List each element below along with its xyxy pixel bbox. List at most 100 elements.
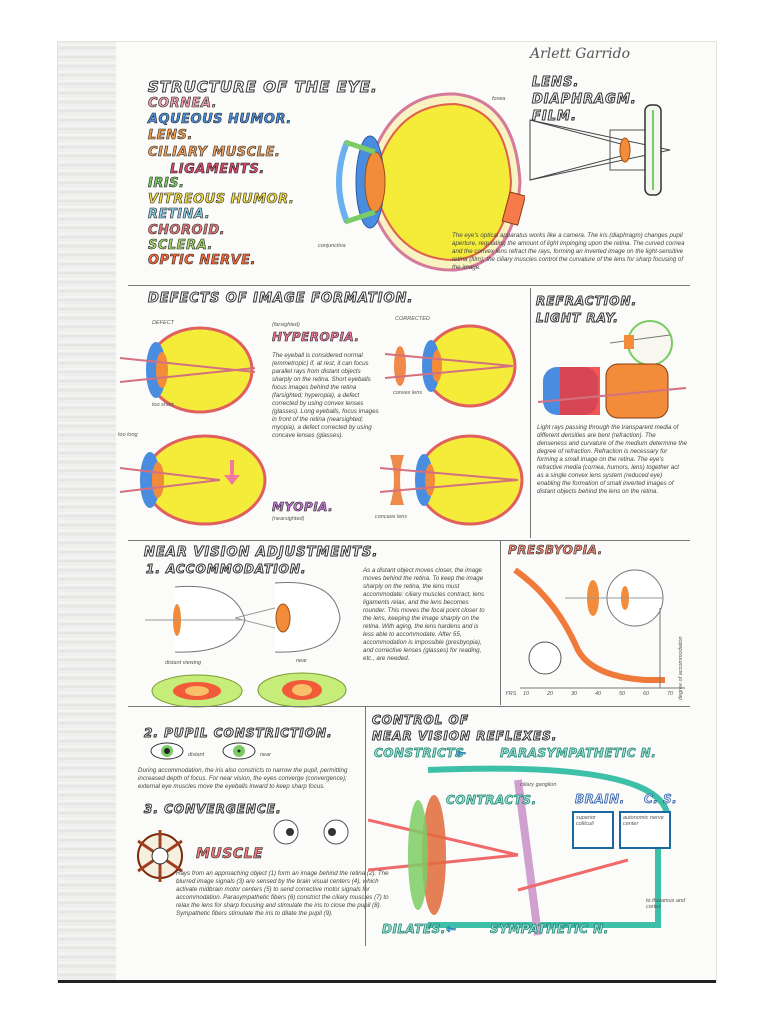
autonomic-center-label: autonomic nerve center <box>623 815 664 827</box>
muscle-abbrev: m <box>256 854 261 860</box>
camera-title-film: FILM. <box>532 109 577 125</box>
presbyopia-x-tick: 60 <box>643 691 650 697</box>
divider-1 <box>128 285 690 286</box>
section-title-refraction: REFRACTION. LIGHT RAY. <box>535 293 638 327</box>
reflex-body-text: Rays from an approaching object (1) form… <box>176 870 389 917</box>
eye-part-label-0: CORNEA. <box>148 96 218 112</box>
camera-title-lens: LENS. <box>532 75 580 91</box>
section-title-defects: DEFECTS OF IMAGE FORMATION. <box>147 291 414 307</box>
too-long-label: too long <box>118 432 138 438</box>
conjunctiva-label: conjunctiva <box>318 243 346 249</box>
convergence-eyes <box>273 819 349 845</box>
pupil-distant-label: distant <box>188 752 205 758</box>
divider-3 <box>128 706 368 707</box>
section-title-structure: STRUCTURE OF THE EYE. <box>148 78 378 97</box>
camera-diagram <box>529 104 671 196</box>
divider-vertical-1 <box>530 288 531 538</box>
nearsighted-label: (nearsighted) <box>272 516 305 522</box>
distant-viewing-label: distant viewing <box>165 660 202 666</box>
presbyopia-x-prefix: YRS <box>505 691 517 697</box>
defect-label: DEFECT <box>152 320 174 326</box>
eye-part-label-7: RETINA. <box>148 207 211 223</box>
refraction-title-line1: REFRACTION. <box>535 294 638 309</box>
corrected-label: CORRECTED <box>395 316 430 322</box>
refraction-media-diagram <box>538 363 687 419</box>
eye-part-label-2: LENS. <box>148 128 193 144</box>
fovea-label: fovea <box>492 96 506 102</box>
reflex-pathway-diagram <box>368 765 671 936</box>
pupil-constriction-title: 2. PUPIL CONSTRICTION. <box>144 726 333 741</box>
pupil-eye-distant <box>150 742 184 760</box>
cs-label: C. S. <box>644 792 678 807</box>
sympathetic-label: SYMPATHETIC N. <box>490 922 609 937</box>
myopia-defect-eye <box>120 434 267 526</box>
myopia-label: MYOPIA. <box>272 500 334 515</box>
hyperopia-corrected-eye <box>385 324 517 408</box>
binding-edge <box>58 42 116 982</box>
eye-cross-section-diagram <box>336 92 525 272</box>
constricts-arrow: ← <box>456 746 467 761</box>
eye-part-label-6: VITREOUS HUMOR. <box>148 192 295 208</box>
thalamus-label: to thalamus and cortex <box>646 898 686 910</box>
hyperopia-label: HYPEROPIA. <box>272 330 360 345</box>
accommodation-title: 1. ACCOMMODATION. <box>145 562 307 577</box>
eye-part-label-5: IRIS. <box>148 176 185 192</box>
control-title-line1: CONTROL OF <box>371 713 469 728</box>
dilates-arrow: ← <box>446 922 457 937</box>
presbyopia-diagram <box>513 567 685 689</box>
farsighted-label: (farsighted) <box>272 322 300 328</box>
presbyopia-x-tick: 20 <box>547 691 554 697</box>
parasympathetic-label: PARASYMPATHETIC N. <box>500 746 657 761</box>
eye-part-label-9: SCLERA. <box>148 238 213 254</box>
refraction-eye-small <box>610 320 673 366</box>
presbyopia-x-tick: 30 <box>571 691 578 697</box>
eye-part-label-3: CILIARY MUSCLE. <box>148 145 281 161</box>
myopia-corrected-eye <box>380 434 524 526</box>
contracts-label: CONTRACTS. <box>446 793 537 808</box>
refraction-body-text: Light rays passing through the transpare… <box>537 424 687 495</box>
divider-2 <box>128 540 690 541</box>
presbyopia-ylabel: degree of accommodation <box>678 636 684 700</box>
presbyopia-x-tick: 70 <box>667 691 674 697</box>
accommodation-near-eye <box>235 581 341 653</box>
eye-part-label-4: LIGAMENTS. <box>170 162 265 178</box>
eye-part-label-8: CHOROID. <box>148 223 226 239</box>
eye-part-label-1: AQUEOUS HUMOR. <box>148 112 292 128</box>
camera-title: LENS. DIAPHRAGM. FILM. <box>532 74 637 125</box>
pupil-near-label: near <box>260 752 272 758</box>
convergence-title: 3. CONVERGENCE. <box>144 802 282 817</box>
eye-part-label-10: OPTIC NERVE. <box>148 253 257 269</box>
camera-caption: The eye's optical apparatus works like a… <box>452 232 685 271</box>
convex-lens-label: convex lens <box>393 390 423 396</box>
defects-body-text: The eyeball is considered normal (emmetr… <box>272 352 379 439</box>
section-title-near-vision: NEAR VISION ADJUSTMENTS. <box>143 545 379 561</box>
refraction-title-line2: LIGHT RAY. <box>535 311 619 326</box>
presbyopia-x-tick: 50 <box>619 691 626 697</box>
too-short-label: too short <box>152 402 174 408</box>
presbyopia-x-tick: 40 <box>595 691 602 697</box>
control-reflexes-title: CONTROL OF NEAR VISION REFLEXES. <box>371 712 557 744</box>
concave-lens-label: concave lens <box>375 514 408 520</box>
dilates-label: DILATES. <box>382 922 446 937</box>
brain-label: BRAIN. <box>575 792 625 807</box>
page-bottom-edge <box>58 980 716 983</box>
eye-muscle-illustration <box>137 830 183 882</box>
hyperopia-defect-eye <box>120 326 256 414</box>
camera-title-diaphragm: DIAPHRAGM. <box>532 92 637 108</box>
presbyopia-x-tick: 10 <box>523 691 530 697</box>
divider-vertical-2 <box>500 540 501 705</box>
constricts-label: CONSTRICTS <box>374 746 465 761</box>
pupil-eye-near <box>222 742 256 760</box>
lens-front-view-distant <box>151 674 243 708</box>
pupil-body-text: During accommodation, the iris also cons… <box>138 767 348 790</box>
muscle-label: MUSCLE <box>196 846 264 863</box>
accommodation-body-text: As a distant object moves closer, the im… <box>363 567 485 662</box>
divider-4 <box>365 706 690 707</box>
superior-colliculi-label: superior colliculi <box>576 815 596 827</box>
presbyopia-title: PRESBYOPIA. <box>508 543 603 558</box>
signature: Arlett Garrido <box>530 46 631 62</box>
lens-front-view-near <box>257 672 347 708</box>
ciliary-ganglion-label: ciliary ganglion <box>520 782 557 788</box>
near-label: near <box>296 658 308 664</box>
divider-vertical-3 <box>365 706 366 946</box>
